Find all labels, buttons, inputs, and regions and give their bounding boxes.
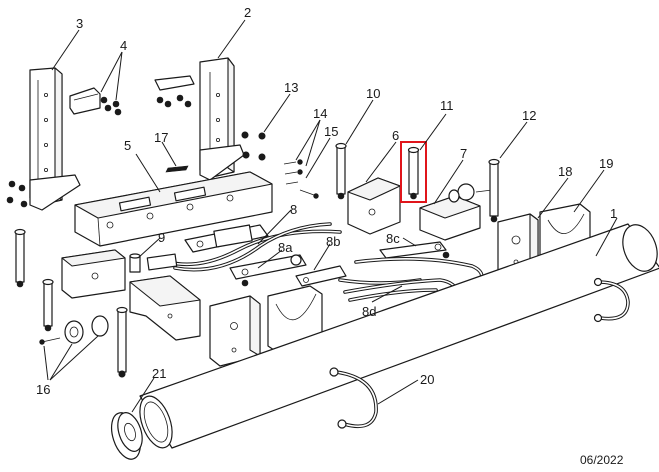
part-16-bushings <box>39 315 109 345</box>
callout-8b: 8b <box>326 234 340 249</box>
part-17-tag <box>165 165 189 173</box>
part-8c-cylinder <box>379 241 450 259</box>
part-14-bolts <box>283 159 303 185</box>
lower-left-bracket <box>61 249 126 299</box>
date-stamp: 06/2022 <box>580 453 624 467</box>
part-8a-cylinder <box>229 254 307 287</box>
callout-8a: 8a <box>278 240 293 255</box>
part-12-shaft <box>488 158 500 223</box>
leader-lines <box>43 19 618 413</box>
callout-21: 21 <box>152 366 166 381</box>
part-13-nuts <box>241 131 266 161</box>
part-11-pin <box>407 146 420 200</box>
part-7-bracket <box>419 183 493 241</box>
callout-7: 7 <box>460 146 467 161</box>
callout-13: 13 <box>284 80 298 95</box>
lower-bracket-arm <box>129 275 201 341</box>
callout-labels: 3 2 4 13 10 11 12 14 15 17 6 5 7 19 18 8… <box>36 5 624 467</box>
part-10-shaft <box>335 142 347 200</box>
fastener-set-top <box>6 75 195 208</box>
callout-6: 6 <box>392 128 399 143</box>
callout-19: 19 <box>599 156 613 171</box>
callout-2: 2 <box>244 5 251 20</box>
part-20-hydraulic-line <box>329 367 378 429</box>
callout-8c: 8c <box>386 231 400 246</box>
part-21-end-cap <box>110 412 143 460</box>
callout-8: 8 <box>290 202 297 217</box>
callout-9: 9 <box>158 230 165 245</box>
part-9-sleeve <box>129 253 141 273</box>
callout-4: 4 <box>120 38 127 53</box>
callout-3: 3 <box>76 16 83 31</box>
part-8-cylinder <box>146 222 342 272</box>
callout-20: 20 <box>420 372 434 387</box>
callout-10: 10 <box>366 86 380 101</box>
callout-14: 14 <box>313 106 327 121</box>
part-2-bracket <box>199 57 245 181</box>
vertical-pins-left <box>14 228 128 378</box>
center-lower-bracket <box>209 295 261 367</box>
callout-16: 16 <box>36 382 50 397</box>
part-1-main-tube <box>139 223 659 449</box>
callout-1: 1 <box>610 206 617 221</box>
callout-5: 5 <box>124 138 131 153</box>
part-4-clamp <box>69 87 122 116</box>
right-hydraulic-line <box>593 277 630 323</box>
part-3-bracket <box>29 67 81 211</box>
part-6-bracket <box>347 177 401 235</box>
callout-12: 12 <box>522 108 536 123</box>
callout-18: 18 <box>558 164 572 179</box>
callout-17: 17 <box>154 130 168 145</box>
part-5-main-frame <box>74 171 273 247</box>
part-15-pin <box>299 189 319 199</box>
callout-8d: 8d <box>362 304 376 319</box>
callout-11: 11 <box>440 98 454 113</box>
highlight-box-part-11 <box>400 141 427 203</box>
callout-15: 15 <box>324 124 338 139</box>
